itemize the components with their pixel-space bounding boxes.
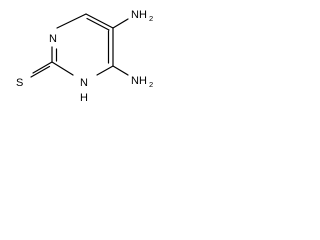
- atom-s-label: S: [16, 77, 23, 89]
- bond-c4-nh2: [112, 65, 129, 76]
- atom-n3-label: N: [80, 77, 88, 89]
- chemical-structure-diagram: N N H S NH 2 NH 2: [16, 9, 153, 104]
- atom-n1-label: N: [49, 33, 57, 45]
- bond-c5-nh2: [112, 18, 129, 29]
- atom-nh2-top-subscript: 2: [149, 14, 153, 23]
- atom-n3-hydrogen-label: H: [80, 92, 88, 104]
- bond-n3-c4: [96, 65, 114, 76]
- atom-nh2-bottom-subscript: 2: [149, 80, 153, 89]
- bond-c6-c5-double: [86, 17, 110, 31]
- bond-c6-c5: [85, 13, 114, 29]
- bond-c6-n1: [56, 13, 87, 29]
- bond-c2-s-double: [30, 65, 51, 78]
- bond-c2-n3: [51, 61, 74, 76]
- atom-nh2-bottom-label: NH: [131, 75, 147, 87]
- atom-nh2-top-label: NH: [131, 9, 147, 21]
- bond-c2-s: [32, 61, 53, 74]
